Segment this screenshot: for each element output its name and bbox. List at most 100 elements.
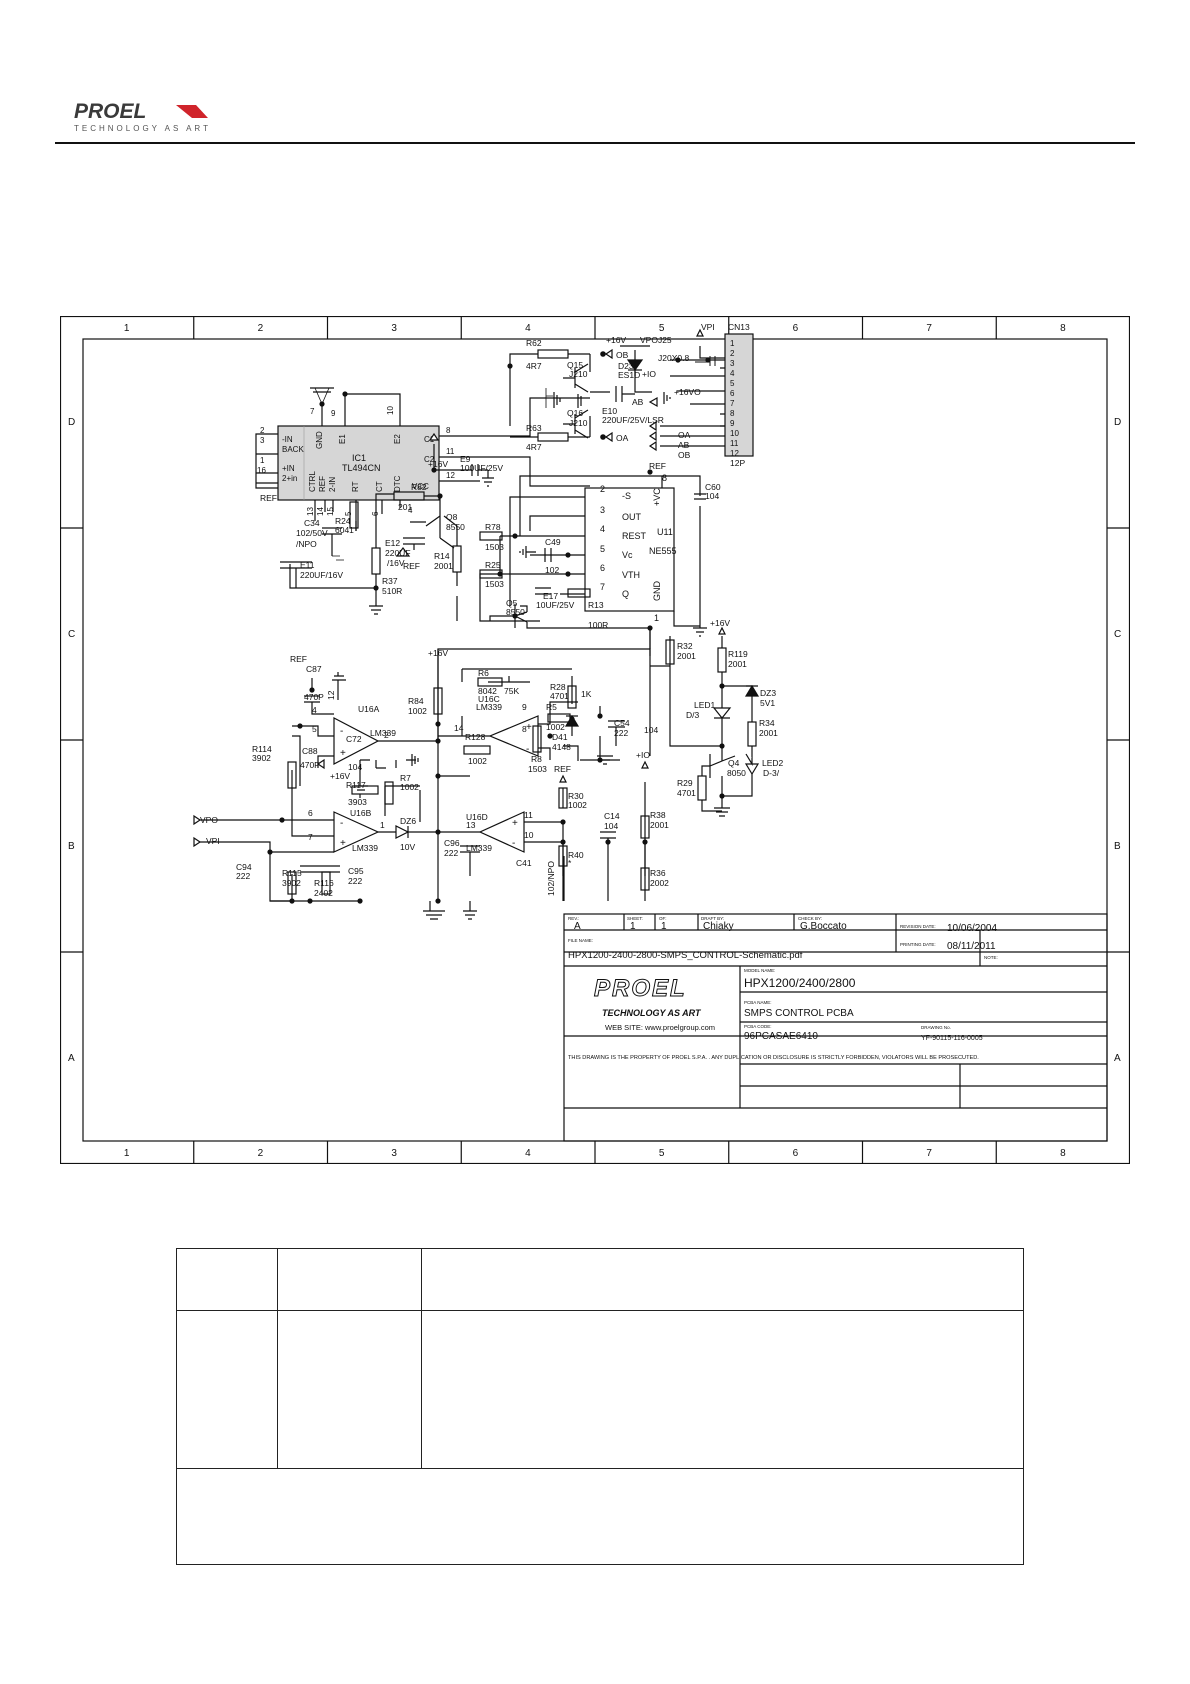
label-r25-value: 1503: [485, 579, 504, 589]
tb-of-label: OF:: [659, 916, 667, 921]
label-e11-value: 220UF/16V: [300, 570, 343, 580]
u11-pin-name: OUT: [622, 512, 642, 522]
ic1-pin-number: 5: [344, 511, 353, 516]
frame-column-label: 1: [124, 1148, 130, 1159]
label-c14: C14: [604, 811, 620, 821]
r115-body: [287, 871, 297, 895]
label-e12: E12: [385, 538, 400, 548]
label-oa-in: OA: [678, 430, 691, 440]
tb-model-name: HPX1200/2400/2800: [744, 976, 856, 990]
label-r7-value: 1002: [400, 782, 419, 792]
label-led2: LED2: [762, 758, 784, 768]
label-r63-value: 4R7: [526, 442, 542, 452]
ic1-part: TL494CN: [342, 463, 381, 473]
label-ab-out: AB: [632, 397, 644, 407]
label-r38: R38: [650, 810, 666, 820]
label-q15-part: J210: [569, 369, 588, 379]
label-r37-value: 510R: [382, 586, 402, 596]
r7-body: [384, 781, 394, 805]
frame-row-label: D: [1114, 417, 1121, 428]
frame-row-label: B: [1114, 841, 1121, 852]
label-r30: R30: [568, 791, 584, 801]
u16b-symbol: [333, 811, 380, 853]
frame-column-label: 3: [391, 1148, 397, 1159]
svg-text:-: -: [512, 838, 515, 849]
label-u16c-pin: 9: [522, 702, 527, 712]
label-e9-value: 100UF/25V: [460, 463, 503, 473]
led-section: [489, 604, 760, 817]
label-c60-value: 104: [705, 491, 719, 501]
r29-body: [697, 775, 707, 801]
label-r62-value: 4R7: [526, 361, 542, 371]
tb-file-name: HPX1200-2400-2800-SMPS_CONTROL-Schematic…: [568, 950, 803, 961]
label-c49: C49: [545, 537, 561, 547]
label-pin-104: 104: [644, 725, 658, 735]
label-d41: DZ6: [400, 816, 416, 826]
ic1-pin-number: 1: [260, 456, 265, 465]
label-c49-value: 102: [545, 565, 559, 575]
label-q5: Q5: [506, 598, 518, 608]
frame-column-label: 7: [926, 1148, 932, 1159]
ic1-pin-name: E1: [338, 434, 347, 444]
label-r6-value: 8042: [478, 686, 497, 696]
r128-body: [463, 745, 491, 755]
tb-printing-date: 08/11/2011: [947, 941, 996, 952]
label-r32-value: 2001: [677, 651, 696, 661]
u11-pin-name: -S: [622, 491, 631, 501]
r38-body: [640, 815, 650, 839]
cn13-pin-number: 12: [730, 449, 739, 458]
label-c72: C72: [346, 734, 362, 744]
tb-note-label: NOTE:: [984, 955, 998, 960]
svg-text:+: +: [340, 838, 346, 849]
ic1-pin-number: 15: [326, 507, 335, 516]
title-block: REV.: A SHEET: 1 OF: 1 DRAFT BY: Chiaky …: [563, 913, 1108, 1142]
label-r119: R119: [728, 649, 748, 659]
label-c72-value: 104: [348, 762, 362, 772]
label-u16c-part: LM339: [476, 702, 502, 712]
label-vpi-top: VPI: [701, 322, 715, 332]
label-ref-e12: REF: [403, 561, 420, 571]
u16a-symbol: [333, 717, 380, 765]
label-r38-value: 2001: [650, 820, 669, 830]
header-brand: PROEL: [74, 100, 146, 123]
label-u16b-pin: 6: [308, 808, 313, 818]
r117-body: [351, 785, 379, 795]
label-d23: D23: [618, 361, 634, 371]
label-ob-in: OB: [678, 450, 691, 460]
label-r8: R8: [531, 754, 542, 764]
header-tagline: TECHNOLOGY AS ART: [74, 124, 211, 133]
cn13-pin-number: 5: [730, 379, 735, 388]
label-e11: E11: [300, 560, 315, 570]
r116-body: [321, 871, 331, 895]
tb-pcba-code-label: PCBA CODE:: [744, 1024, 772, 1029]
frame-column-label: 8: [1060, 1148, 1066, 1159]
tb-pcba-code: 96PCASAE6410: [744, 1031, 818, 1042]
cn13-pin-number: 3: [730, 359, 735, 368]
label-led2-value: D-3/: [763, 768, 780, 778]
label-r116-value: 2402: [314, 888, 333, 898]
label-e10-value: 220UF/25V/LSR: [602, 415, 664, 425]
ic1-pin-number: 10: [386, 406, 395, 415]
label-dz3: DZ3: [760, 688, 776, 698]
r24-body: [349, 501, 359, 529]
frame-row-label: D: [68, 417, 75, 428]
tb-rev: A: [574, 921, 581, 932]
label-plus16v-c: +16V: [710, 618, 730, 628]
label-u16b-part: LM339: [352, 843, 378, 853]
label-c87-value: 470P: [304, 692, 324, 702]
label-dz3-value: 5V1: [760, 698, 775, 708]
ic1-pin-name: +IN: [282, 464, 295, 473]
frame-column-label: 2: [258, 1148, 264, 1159]
u16c-symbol: [488, 715, 539, 757]
u11-pin-number: 8: [662, 473, 667, 483]
cn13-pin-number: 6: [730, 389, 735, 398]
label-u16d: U16D: [466, 812, 488, 822]
label-u16d-pin: 10: [524, 830, 534, 840]
frame-column-label: 6: [793, 1148, 799, 1159]
label-u16c-pin: 8: [522, 724, 527, 734]
label-u16d-part: LM339: [466, 843, 492, 853]
revision-cell: [421, 1248, 1024, 1311]
u11-pin-number: 2: [600, 484, 605, 494]
label-c95: C95: [348, 866, 364, 876]
u11-part: NE555: [649, 546, 677, 556]
